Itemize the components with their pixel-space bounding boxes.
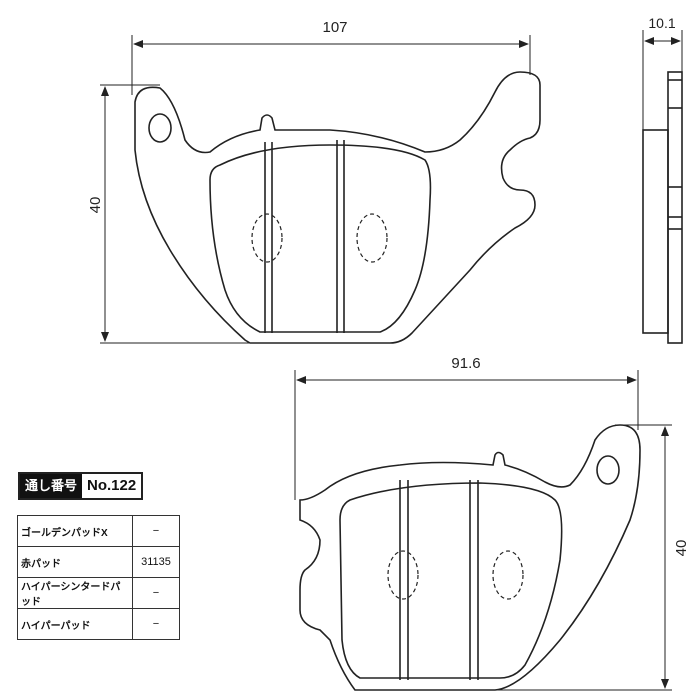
dimension-top-width [131, 35, 531, 95]
bottom-pad-view [299, 424, 641, 691]
pad-type: 赤パッド [17, 546, 133, 578]
dimension-bottom-width [294, 370, 639, 500]
serial-label: 通し番号 [20, 474, 83, 498]
dim-top-height-label: 40 [87, 197, 104, 214]
top-pad-view [134, 71, 541, 344]
table-row: ハイパーパッド− [17, 608, 180, 640]
side-view [642, 30, 683, 344]
pad-type: ハイパーパッド [17, 608, 133, 640]
pad-part-number: − [132, 608, 180, 640]
pad-type: ゴールデンパッドX [17, 515, 133, 547]
pad-type: ハイパーシンタードパッド [17, 577, 133, 609]
dim-top-width-label: 107 [322, 19, 347, 36]
dim-thickness-label: 10.1 [648, 15, 675, 31]
dim-bottom-width-label: 91.6 [451, 355, 480, 372]
serial-value: No.122 [82, 474, 142, 498]
dim-bottom-height-label: 40 [673, 540, 690, 557]
pad-part-number: − [132, 515, 180, 547]
dimension-top-height [100, 84, 250, 344]
serial-number-badge: 通し番号 No.122 [18, 472, 144, 500]
dimension-bottom-height [495, 424, 672, 691]
pad-part-number: 31135 [132, 546, 180, 578]
table-row: ゴールデンパッドX− [17, 515, 180, 547]
pad-part-number: − [132, 577, 180, 609]
table-row: ハイパーシンタードパッド− [17, 577, 180, 609]
